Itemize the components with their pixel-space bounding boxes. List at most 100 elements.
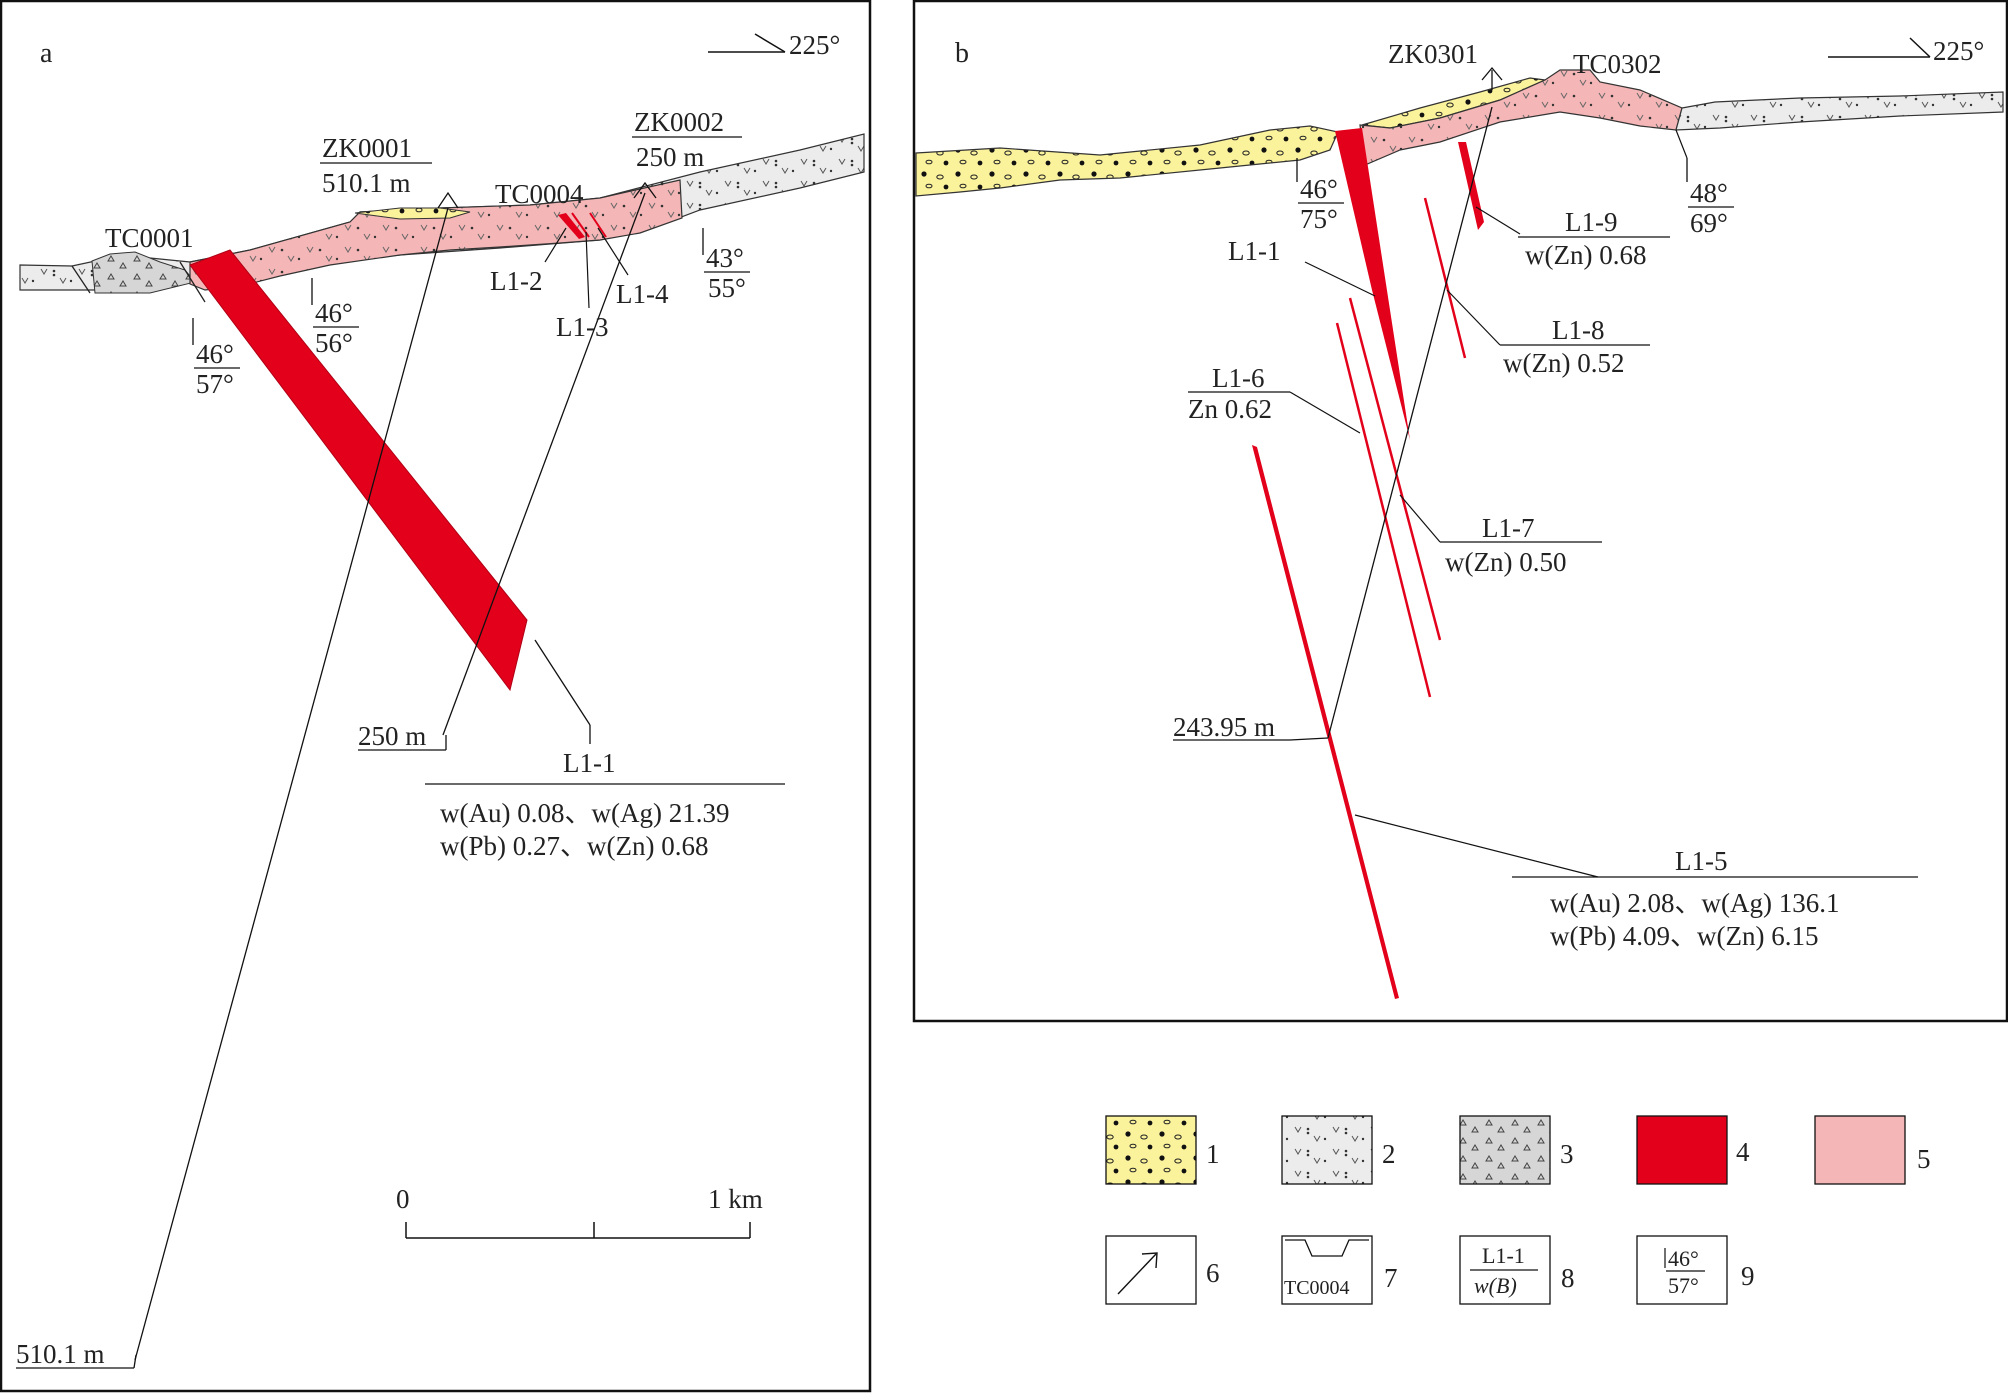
- svg-text:w(Pb) 0.27、w(Zn) 0.68: w(Pb) 0.27、w(Zn) 0.68: [440, 831, 708, 861]
- orebody-l1-1-a: [189, 249, 528, 692]
- drill-trace-zk0301: [1327, 106, 1493, 739]
- legend-item-5: 5: [1814, 1115, 1931, 1185]
- legend: 1 2 3 4 5 6 TC0004 7: [1105, 1115, 1931, 1305]
- north-arrow-b: 225°: [1828, 36, 1984, 66]
- attitude-a-1: 46° 57°: [192, 318, 240, 399]
- azimuth-a: 225°: [789, 30, 840, 60]
- svg-text:7: 7: [1384, 1263, 1398, 1293]
- orebody-l1-1-b-annotation: L1-1: [1228, 236, 1376, 297]
- legend-item-8: L1-1 w(B) 8: [1459, 1235, 1575, 1305]
- svg-text:L1-5: L1-5: [1675, 846, 1727, 876]
- orebody-l1-1-annotation: L1-1 w(Au) 0.08、w(Ag) 21.39 w(Pb) 0.27、w…: [425, 639, 785, 861]
- svg-text:ZK0002: ZK0002: [634, 107, 724, 137]
- scale-bar: 0 1 km: [396, 1184, 763, 1239]
- attitude-b-1: 46° 75°: [1296, 158, 1344, 234]
- orebody-l1-1-b: [1335, 128, 1410, 440]
- orebody-l1-6: [1335, 322, 1432, 698]
- attitude-a-2: 46° 56°: [311, 278, 359, 358]
- drillhole-zk0001-label: ZK0001 510.1 m: [320, 133, 459, 209]
- north-arrow-a: 225°: [708, 30, 840, 60]
- svg-text:2: 2: [1382, 1139, 1396, 1169]
- azimuth-b: 225°: [1933, 36, 1984, 66]
- svg-text:Zn 0.62: Zn 0.62: [1188, 394, 1272, 424]
- svg-text:55°: 55°: [708, 273, 746, 303]
- svg-text:TC0004: TC0004: [1284, 1277, 1350, 1299]
- sand-deposit-b: [915, 125, 1339, 197]
- svg-text:510.1 m: 510.1 m: [322, 168, 411, 198]
- legend-item-9: 46° 57° 9: [1636, 1235, 1755, 1305]
- panel-a: a 225° ZK0001 510.1 m: [0, 0, 872, 1393]
- orebody-l1-4: [589, 212, 607, 238]
- depth-243-b: 243.95 m: [1173, 712, 1329, 742]
- svg-text:243.95 m: 243.95 m: [1173, 712, 1275, 742]
- svg-text:w(Zn) 0.52: w(Zn) 0.52: [1503, 348, 1624, 378]
- orebody-l1-8-annotation: L1-8 w(Zn) 0.52: [1446, 289, 1650, 378]
- svg-text:w(Au) 0.08、w(Ag) 21.39: w(Au) 0.08、w(Ag) 21.39: [440, 798, 729, 828]
- legend-item-1: 1: [1105, 1115, 1220, 1185]
- svg-text:L1-1: L1-1: [1482, 1243, 1525, 1268]
- svg-text:46°: 46°: [1300, 174, 1338, 204]
- svg-text:46°: 46°: [1668, 1246, 1699, 1271]
- orebody-l1-9-annotation: L1-9 w(Zn) 0.68: [1475, 206, 1670, 270]
- svg-text:250 m: 250 m: [358, 721, 426, 751]
- svg-text:w(B): w(B): [1474, 1273, 1517, 1298]
- orebody-l1-2-label: L1-2: [490, 266, 542, 296]
- trench-tc0001-label: TC0001: [105, 223, 194, 253]
- legend-item-3: 3: [1459, 1115, 1574, 1185]
- panel-b-label: b: [955, 38, 969, 69]
- legend-item-4: 4: [1636, 1115, 1750, 1185]
- scale-zero: 0: [396, 1184, 410, 1214]
- svg-text:57°: 57°: [196, 369, 234, 399]
- svg-text:w(Zn) 0.50: w(Zn) 0.50: [1445, 547, 1566, 577]
- svg-text:48°: 48°: [1690, 178, 1728, 208]
- trench-tc0004-label: TC0004: [495, 179, 584, 209]
- volcanic-rock-b: [1675, 91, 2004, 131]
- orebody-l1-7-annotation: L1-7 w(Zn) 0.50: [1399, 494, 1602, 577]
- svg-text:ZK0301: ZK0301: [1388, 39, 1478, 69]
- svg-text:43°: 43°: [706, 243, 744, 273]
- svg-text:4: 4: [1736, 1137, 1750, 1167]
- orebody-l1-5: [1252, 445, 1399, 999]
- scale-end: 1 km: [708, 1184, 763, 1214]
- orebody-l1-6-annotation: L1-6 Zn 0.62: [1188, 363, 1361, 434]
- depth-510-a: 510.1 m: [16, 1339, 137, 1369]
- svg-text:w(Pb) 4.09、w(Zn) 6.15: w(Pb) 4.09、w(Zn) 6.15: [1550, 921, 1818, 951]
- svg-text:w(Au) 2.08、w(Ag) 136.1: w(Au) 2.08、w(Ag) 136.1: [1550, 888, 1839, 918]
- drillhole-zk0002-label: ZK0002 250 m: [632, 107, 742, 199]
- svg-text:w(Zn) 0.68: w(Zn) 0.68: [1525, 240, 1646, 270]
- svg-text:69°: 69°: [1690, 208, 1728, 238]
- orebody-l1-7: [1348, 297, 1442, 641]
- svg-text:1: 1: [1206, 1139, 1220, 1169]
- legend-item-7: TC0004 7: [1281, 1235, 1398, 1305]
- svg-text:ZK0001: ZK0001: [322, 133, 412, 163]
- orebody-l1-2: [558, 213, 585, 239]
- depth-250-a: 250 m: [358, 721, 447, 751]
- attitude-a-3: 43° 55°: [702, 228, 750, 303]
- svg-text:57°: 57°: [1668, 1273, 1699, 1298]
- attitude-b-2: 48° 69°: [1686, 158, 1734, 238]
- legend-item-6: 6: [1105, 1235, 1220, 1305]
- svg-text:75°: 75°: [1300, 204, 1338, 234]
- svg-text:L1-6: L1-6: [1212, 363, 1264, 393]
- svg-text:46°: 46°: [315, 298, 353, 328]
- drillhole-zk0301-label: ZK0301: [1388, 39, 1503, 90]
- svg-text:L1-9: L1-9: [1565, 207, 1617, 237]
- svg-text:8: 8: [1561, 1263, 1575, 1293]
- orebody-l1-3-label: L1-3: [556, 312, 608, 342]
- svg-text:L1-7: L1-7: [1482, 513, 1534, 543]
- svg-text:L1-1: L1-1: [1228, 236, 1280, 266]
- panel-a-label: a: [40, 38, 53, 69]
- drill-trace-zk0001: [134, 207, 449, 1361]
- orebody-l1-8: [1423, 197, 1467, 359]
- svg-text:L1-8: L1-8: [1552, 315, 1604, 345]
- orebody-l1-4-label: L1-4: [616, 279, 669, 309]
- svg-text:250 m: 250 m: [636, 142, 704, 172]
- orebody-l1-5-annotation: L1-5 w(Au) 2.08、w(Ag) 136.1 w(Pb) 4.09、w…: [1354, 814, 1918, 951]
- svg-text:6: 6: [1206, 1258, 1220, 1288]
- svg-text:510.1 m: 510.1 m: [16, 1339, 105, 1369]
- svg-text:46°: 46°: [196, 339, 234, 369]
- sand-lens-a: [354, 207, 471, 220]
- svg-text:5: 5: [1917, 1144, 1931, 1174]
